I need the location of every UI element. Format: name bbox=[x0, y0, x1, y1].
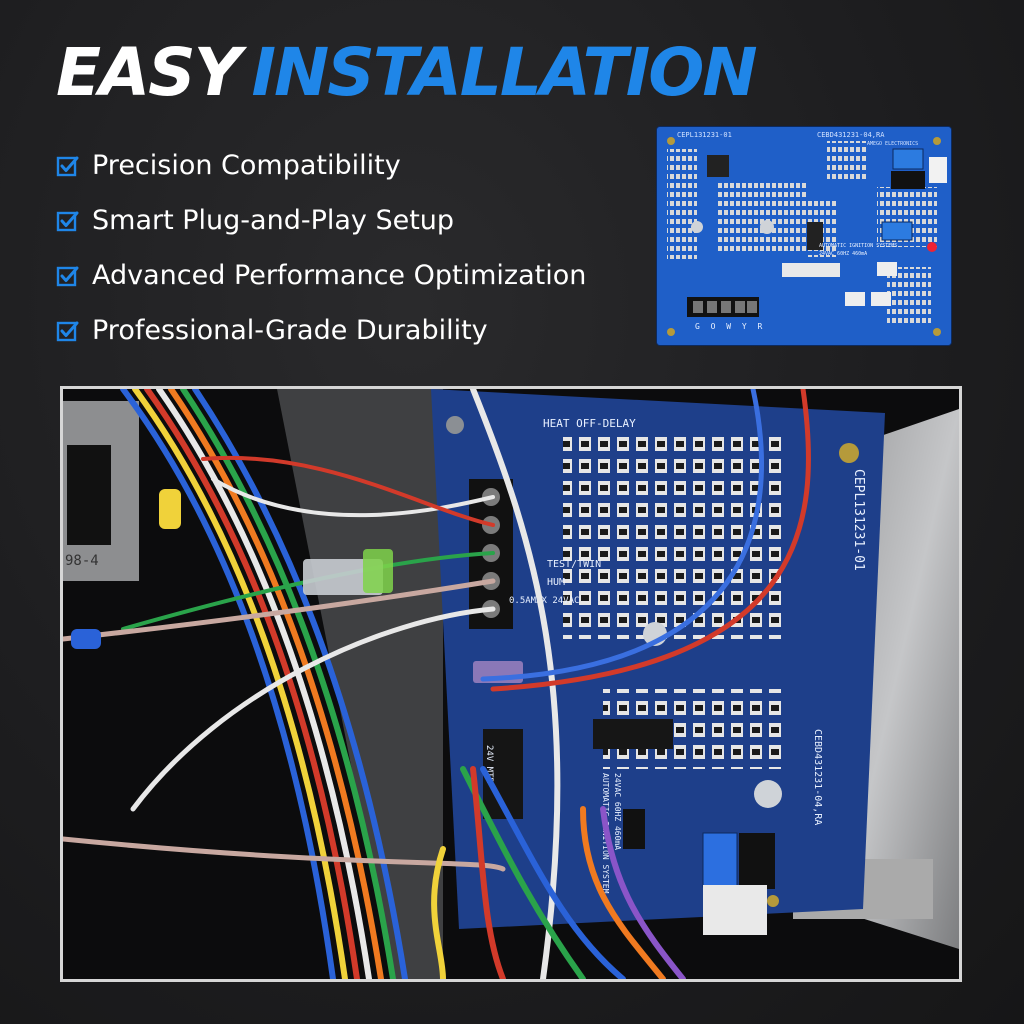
feature-item: Advanced Performance Optimization bbox=[56, 248, 586, 303]
board-thumb-model-left: CEPL131231-01 bbox=[677, 131, 732, 139]
checkbox-check-icon bbox=[56, 211, 79, 231]
feature-list: Precision Compatibility Smart Plug-and-P… bbox=[56, 138, 586, 358]
component-grid bbox=[667, 141, 937, 327]
installation-photo: 98-4 HEAT OFF-DELAY TEST/TWIN HUM 0.5AM bbox=[60, 386, 962, 982]
board-thumb-model-right: CEBD431231-04,RA bbox=[817, 131, 885, 139]
photo-rating-label: 24VAC 60HZ 460mA bbox=[613, 773, 622, 850]
feature-item: Professional-Grade Durability bbox=[56, 303, 586, 358]
board-thumb-brand: AMEGO ELECTRONICS bbox=[867, 141, 918, 147]
heat-off-delay-label: HEAT OFF-DELAY bbox=[543, 417, 636, 430]
checkbox-check-icon bbox=[56, 321, 79, 341]
feature-item: Precision Compatibility bbox=[56, 138, 586, 193]
board-model-side-label: CEPL131231-01 bbox=[851, 469, 866, 571]
checkbox-check-icon bbox=[56, 266, 79, 286]
board-thumb-terminals: G O W Y R bbox=[695, 322, 765, 331]
board-thumb-rating: 24VAC 60HZ 460mA bbox=[819, 251, 867, 257]
board-model-side2-label: CEBD431231-04,RA bbox=[812, 729, 823, 825]
board-thumb-ignition: AUTOMATIC IGNITION SYSTEMS bbox=[819, 243, 897, 249]
feature-label: Professional-Grade Durability bbox=[92, 315, 488, 346]
headline-installation: INSTALLATION bbox=[251, 34, 758, 111]
feature-label: Advanced Performance Optimization bbox=[92, 260, 587, 291]
checkbox-check-icon bbox=[56, 156, 79, 176]
headline-easy: EASY bbox=[56, 34, 241, 111]
feature-item: Smart Plug-and-Play Setup bbox=[56, 193, 586, 248]
test-twin-label: TEST/TWIN bbox=[547, 559, 601, 570]
current-rating-label: 0.5AMAX 24VAC bbox=[509, 596, 579, 606]
wall-tag-label: 98-4 bbox=[65, 553, 99, 569]
control-board-image: CEPL131231-01 CEBD431231-04,RA AMEGO ELE… bbox=[657, 127, 951, 345]
feature-label: Smart Plug-and-Play Setup bbox=[92, 205, 455, 236]
feature-label: Precision Compatibility bbox=[92, 150, 401, 181]
hum-label: HUM bbox=[547, 577, 565, 588]
motor-label: 24V MTR bbox=[484, 745, 494, 784]
